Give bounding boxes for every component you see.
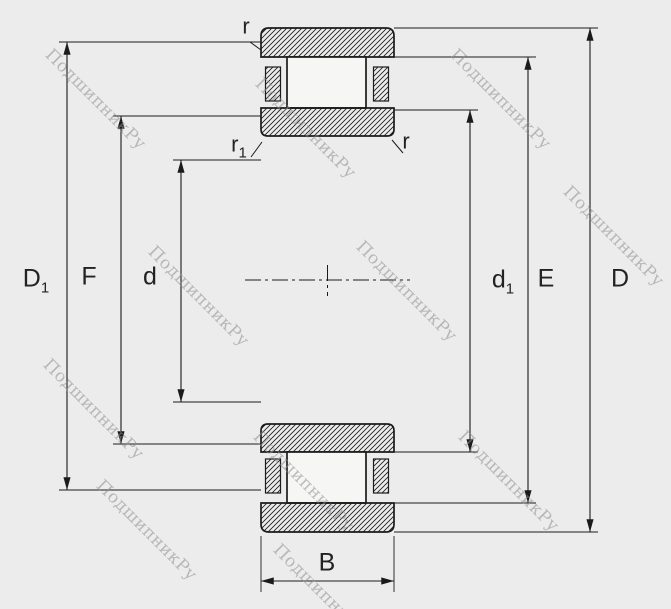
extension-lines: [59, 27, 598, 592]
dimension-label-D1: D1: [22, 264, 50, 297]
dimension-label-B: B: [318, 548, 336, 580]
dimension-label-F: F: [81, 262, 97, 294]
dimension-label-r1: r1: [231, 131, 247, 162]
label-text: d: [143, 262, 157, 291]
cage-top-left: [264, 66, 282, 102]
dimension-label-D: D: [610, 264, 630, 296]
inner-ring-bottom-section: [260, 423, 395, 453]
label-text: r: [231, 131, 239, 157]
label-text: d: [491, 265, 506, 294]
dimension-label-d1: d1: [491, 265, 515, 298]
outer-ring-top-section: [260, 27, 395, 58]
label-subscript: 1: [505, 280, 515, 298]
label-text: B: [318, 548, 336, 577]
label-subscript: 1: [238, 144, 247, 162]
dimension-label-r-right: r: [402, 128, 410, 158]
label-text: D: [22, 264, 41, 293]
leader-line-r-top: [249, 41, 262, 51]
outer-ring-bottom-section: [260, 502, 395, 533]
dimension-label-d: d: [143, 262, 157, 294]
label-text: r: [242, 13, 250, 39]
label-text: F: [81, 262, 97, 291]
roller-bottom: [286, 451, 367, 504]
label-text: E: [537, 264, 555, 293]
leader-line-r1: [250, 141, 263, 158]
leader-line-r-right: [391, 139, 404, 154]
label-subscript: 1: [40, 279, 50, 297]
bearing-cross-section: [260, 27, 395, 533]
axis-centerline: [245, 265, 410, 296]
label-text: r: [402, 128, 410, 154]
roller-top: [286, 56, 367, 109]
dimension-lines: [63, 28, 594, 585]
dimension-label-r-top: r: [242, 13, 250, 43]
cage-bottom-left: [264, 458, 282, 494]
leader-lines: [249, 41, 404, 158]
cage-top-right: [372, 66, 390, 102]
inner-ring-top-section: [260, 107, 395, 137]
dimension-label-E: E: [537, 264, 555, 296]
cage-bottom-right: [372, 458, 390, 494]
label-text: D: [610, 264, 630, 293]
